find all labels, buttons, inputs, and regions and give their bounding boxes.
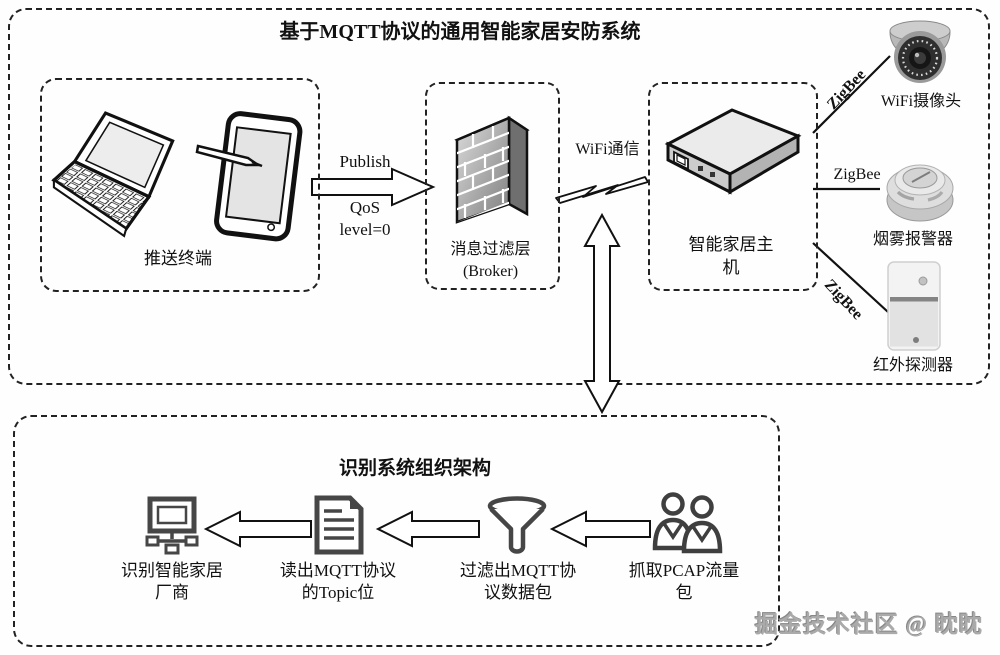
step-topic-label-line2: 的Topic位 xyxy=(301,583,375,602)
push-terminal-box xyxy=(40,78,320,292)
step-topic-label-line1: 读出MQTT协议 xyxy=(279,561,397,580)
router-icon xyxy=(664,108,802,195)
zigbee-line-camera xyxy=(812,55,891,134)
step-result-label-line1: 识别智能家居 xyxy=(121,561,223,580)
push-terminal-label: 推送终端 xyxy=(144,249,212,268)
step-result-label-line2: 厂商 xyxy=(155,583,189,602)
smoke-alarm-icon xyxy=(886,164,954,222)
recognition-system-box xyxy=(13,415,780,647)
computer-icon xyxy=(145,496,199,555)
security-system-box xyxy=(8,8,990,385)
wifi-link-label: WiFi通信 xyxy=(575,141,640,158)
host-label-line2: 机 xyxy=(722,258,740,277)
document-icon xyxy=(314,495,364,555)
camera-label: WiFi摄像头 xyxy=(880,93,962,110)
qos-level-label: level=0 xyxy=(339,220,391,239)
infrared-detector-icon xyxy=(887,261,941,351)
watermark: 掘金技术社区 @ 眈眈 xyxy=(755,612,983,637)
wifi-lightning-icon xyxy=(555,176,649,204)
step-capture-label-line1: 抓取PCAP流量 xyxy=(628,561,740,580)
stylus-icon xyxy=(195,144,263,168)
smoke-alarm-label: 烟雾报警器 xyxy=(872,231,953,248)
funnel-icon xyxy=(487,496,547,554)
broker-box xyxy=(425,82,560,290)
zigbee-smoke-label: ZigBee xyxy=(833,166,881,183)
wifi-camera-icon xyxy=(889,20,951,83)
publish-arrow xyxy=(311,167,436,207)
vertical-double-arrow xyxy=(583,212,621,415)
bottom-title: 识别系统组织架构 xyxy=(338,458,491,479)
step-capture-label-line2: 包 xyxy=(675,583,693,602)
zigbee-line-infrared xyxy=(812,242,889,313)
flow-arrow-step4-to-result xyxy=(203,510,312,548)
flow-arrow-step3 xyxy=(375,510,480,548)
smart-home-host-box xyxy=(648,82,818,291)
infrared-detector-label: 红外探测器 xyxy=(872,357,953,374)
flow-arrow-step2 xyxy=(549,510,651,548)
qos-label: QoS xyxy=(349,198,381,217)
top-title: 基于MQTT协议的通用智能家居安防系统 xyxy=(279,21,641,43)
step-filter-label-line1: 过滤出MQTT协 xyxy=(459,561,577,580)
tablet-icon xyxy=(195,111,303,242)
publish-label: Publish xyxy=(339,152,391,171)
firewall-icon xyxy=(454,115,530,224)
people-icon xyxy=(652,492,723,554)
step-filter-label-line2: 议数据包 xyxy=(484,583,552,602)
broker-label-line1: 消息过滤层 xyxy=(450,241,531,258)
broker-label-line2: (Broker) xyxy=(462,263,519,280)
laptop-icon xyxy=(51,111,175,238)
host-label-line1: 智能家居主 xyxy=(688,235,774,254)
